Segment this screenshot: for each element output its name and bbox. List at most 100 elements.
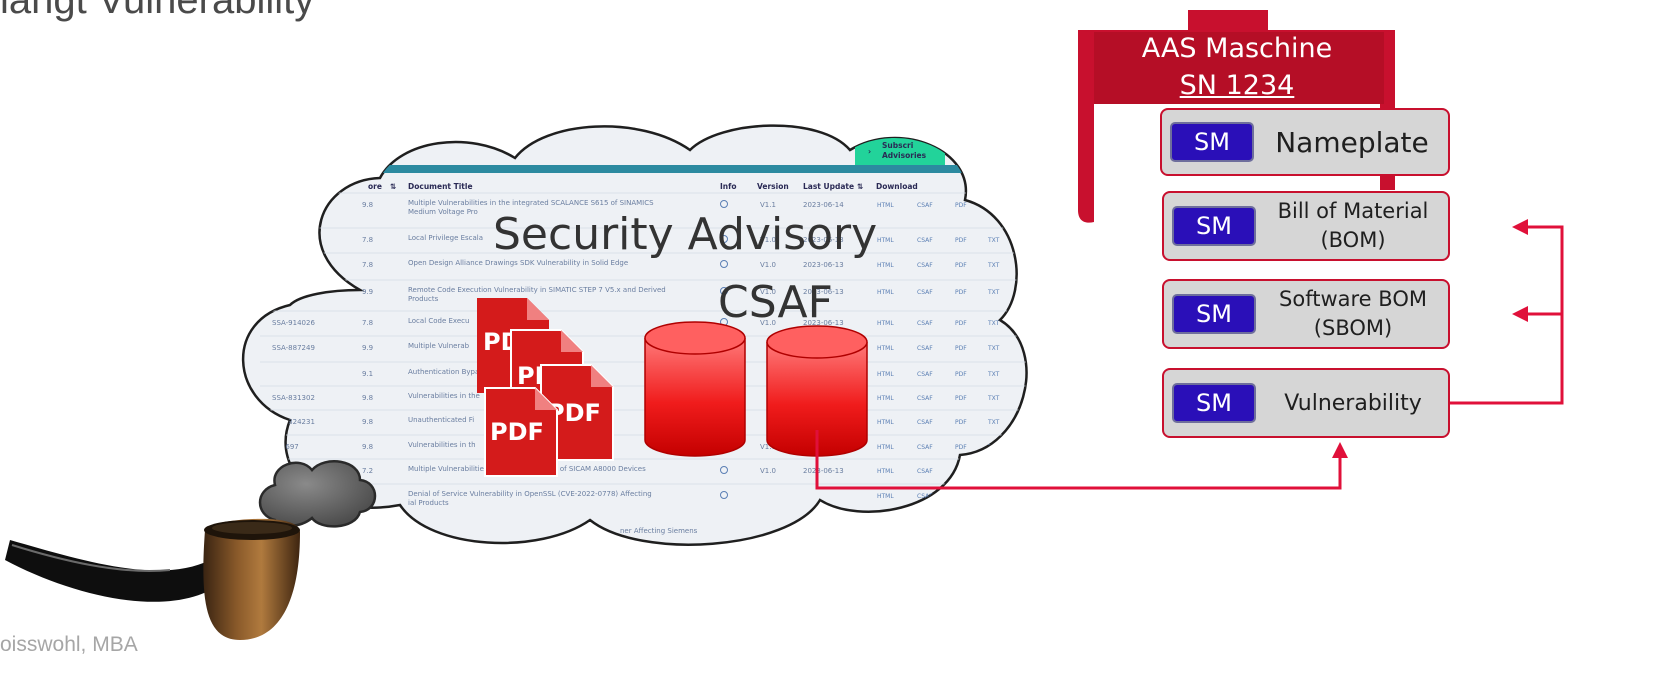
download-link[interactable]: TXT bbox=[987, 345, 1000, 352]
download-link[interactable]: PDF bbox=[955, 419, 967, 426]
download-link[interactable]: CSAF bbox=[917, 468, 933, 475]
advisory-score: 7.8 bbox=[362, 236, 373, 244]
info-icon[interactable] bbox=[720, 287, 728, 295]
info-icon[interactable] bbox=[720, 466, 728, 474]
download-link[interactable]: TXT bbox=[987, 395, 1000, 402]
advisory-title: Multiple Vulnerabilities in the integrat… bbox=[408, 199, 654, 207]
advisory-date: 2023-06-14 bbox=[803, 201, 844, 209]
sm-badge: SM bbox=[1172, 294, 1256, 334]
info-icon[interactable] bbox=[720, 235, 728, 243]
advisory-score: 9.1 bbox=[362, 370, 373, 378]
download-link[interactable]: HTML bbox=[877, 468, 894, 475]
col-header-info: Info bbox=[720, 182, 737, 191]
download-link[interactable]: CSAF bbox=[917, 493, 933, 500]
download-link[interactable]: TXT bbox=[987, 262, 1000, 269]
download-link[interactable]: PDF bbox=[955, 444, 967, 451]
download-link[interactable]: TXT bbox=[987, 237, 1000, 244]
download-link[interactable]: PDF bbox=[955, 262, 967, 269]
col-header-version: Version bbox=[757, 182, 789, 191]
download-link[interactable]: TXT bbox=[987, 289, 1000, 296]
download-link[interactable]: TXT bbox=[987, 320, 1000, 327]
advisory-score: 9.9 bbox=[362, 344, 373, 352]
download-link[interactable]: HTML bbox=[877, 493, 894, 500]
info-icon[interactable] bbox=[720, 200, 728, 208]
submodel-nameplate[interactable]: SM Nameplate bbox=[1160, 108, 1450, 176]
advisory-title: Denial of Service Vulnerability in OpenS… bbox=[408, 490, 652, 498]
table-top-bar bbox=[360, 165, 1000, 173]
aas-title: AAS Maschine bbox=[1141, 33, 1333, 64]
advisory-score: 7.2 bbox=[362, 467, 373, 475]
subscribe-label-1: Subscri bbox=[882, 141, 913, 150]
advisory-version: V1.0 bbox=[760, 443, 776, 451]
submodel-sbom[interactable]: SM Software BOM (SBOM) bbox=[1162, 279, 1450, 349]
info-icon[interactable] bbox=[720, 491, 728, 499]
download-link[interactable]: CSAF bbox=[917, 262, 933, 269]
download-link[interactable]: TXT bbox=[987, 444, 1000, 451]
submodel-label: Software BOM (SBOM) bbox=[1264, 285, 1442, 343]
info-icon[interactable] bbox=[720, 260, 728, 268]
download-link[interactable]: HTML bbox=[877, 262, 894, 269]
download-link[interactable]: PDF bbox=[955, 237, 967, 244]
download-link[interactable]: CSAF bbox=[917, 444, 933, 451]
download-link[interactable]: CSAF bbox=[917, 345, 933, 352]
advisory-id: SSA-831302 bbox=[272, 394, 315, 402]
download-link[interactable]: HTML bbox=[877, 202, 894, 209]
advisory-title: Vulnerabilities in the bbox=[408, 392, 480, 400]
download-link[interactable]: HTML bbox=[877, 419, 894, 426]
submodel-label: Bill of Material (BOM) bbox=[1264, 197, 1442, 255]
download-link[interactable]: TXT bbox=[987, 419, 1000, 426]
cloud-title-line1: Security Advisory bbox=[493, 209, 877, 260]
tobacco-pipe-icon bbox=[5, 518, 300, 640]
download-link[interactable]: CSAF bbox=[917, 202, 933, 209]
subscribe-label-2: Advisories bbox=[882, 151, 927, 160]
download-link[interactable]: HTML bbox=[877, 395, 894, 402]
download-link[interactable]: PDF bbox=[955, 320, 967, 327]
download-link[interactable]: CSAF bbox=[917, 237, 933, 244]
subscribe-chevron-icon: › bbox=[868, 147, 871, 156]
download-link[interactable]: PDF bbox=[955, 202, 967, 209]
advisory-version: V1.0 bbox=[760, 319, 776, 327]
download-link[interactable]: CSAF bbox=[917, 289, 933, 296]
download-link[interactable]: TXT bbox=[987, 493, 1000, 500]
submodel-label-line: (BOM) bbox=[1320, 228, 1386, 252]
advisory-date: 2023-06-13 bbox=[803, 467, 844, 475]
advisory-id: SSA-914026 bbox=[272, 319, 315, 327]
submodel-vulnerability[interactable]: SM Vulnerability bbox=[1162, 368, 1450, 438]
advisory-score: 9.8 bbox=[362, 201, 373, 209]
download-link[interactable]: CSAF bbox=[917, 320, 933, 327]
advisory-title: Vulnerabilities in th bbox=[408, 441, 476, 449]
advisory-score: 7.8 bbox=[362, 319, 373, 327]
advisory-title: Remote Code Execution Vulnerability in S… bbox=[408, 286, 666, 294]
advisory-date: 2023-06-13 bbox=[803, 288, 844, 296]
pdf-label: PDF bbox=[490, 418, 544, 446]
download-link[interactable]: PDF bbox=[955, 289, 967, 296]
download-link[interactable]: HTML bbox=[877, 371, 894, 378]
download-link[interactable]: HTML bbox=[877, 237, 894, 244]
submodel-bom[interactable]: SM Bill of Material (BOM) bbox=[1162, 191, 1450, 261]
table-overflow-text: ner Affecting Siemens bbox=[620, 527, 698, 535]
advisory-title-cont: ial Products bbox=[408, 499, 449, 507]
download-link[interactable]: CSAF bbox=[917, 395, 933, 402]
advisory-score: 9.9 bbox=[362, 288, 373, 296]
download-link[interactable]: HTML bbox=[877, 345, 894, 352]
download-link[interactable]: PDF bbox=[955, 493, 967, 500]
col-header-title: Document Title bbox=[408, 182, 473, 191]
download-link[interactable]: PDF bbox=[955, 371, 967, 378]
download-link[interactable]: HTML bbox=[877, 289, 894, 296]
download-link[interactable]: PDF bbox=[955, 468, 967, 475]
download-link[interactable]: HTML bbox=[877, 444, 894, 451]
download-link[interactable]: CSAF bbox=[917, 371, 933, 378]
download-link[interactable]: CSAF bbox=[917, 419, 933, 426]
download-link[interactable]: PDF bbox=[955, 345, 967, 352]
download-link[interactable]: HTML bbox=[877, 320, 894, 327]
download-link[interactable]: TXT bbox=[987, 371, 1000, 378]
download-link[interactable]: TXT bbox=[987, 468, 1000, 475]
table-header: ore ⇅ Document Title Info Version Last U… bbox=[368, 182, 918, 191]
download-link[interactable]: TXT bbox=[987, 202, 1000, 209]
download-link[interactable]: PDF bbox=[955, 395, 967, 402]
